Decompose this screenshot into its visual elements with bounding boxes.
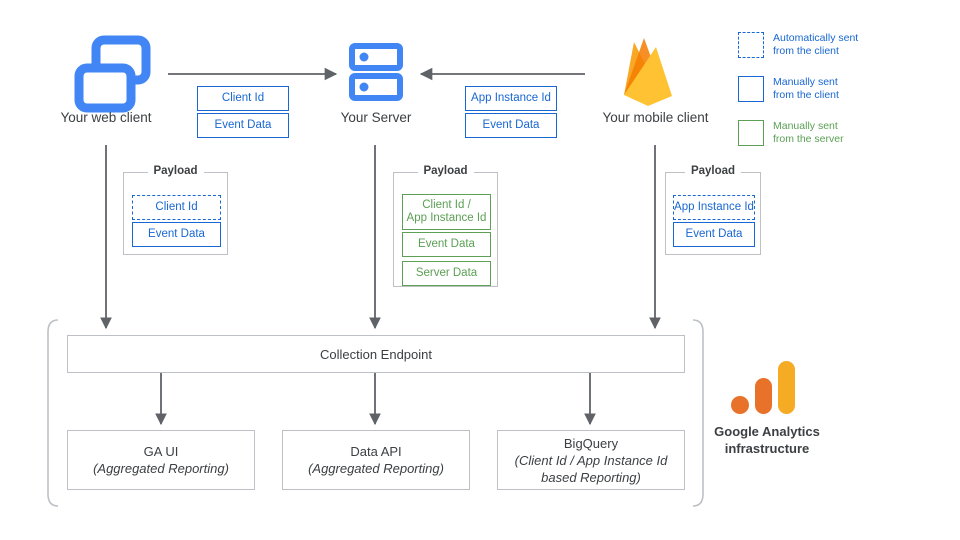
payload-server-item-event-data: Event Data [402,232,491,257]
legend-swatch-solid-blue [738,76,764,102]
chip-web-client-id: Client Id [197,86,289,111]
output-bigquery-title: BigQuery [563,435,619,451]
label-your-mobile-client: Your mobile client [602,110,709,125]
label-your-server: Your Server [340,110,412,125]
legend-label-manual-client: Manually sent from the client [773,76,839,101]
collection-endpoint-box: Collection Endpoint [67,335,685,373]
chip-mobile-event-data: Event Data [465,113,557,138]
output-data-api-title: Data API [350,444,402,459]
chip-web-event-data: Event Data [197,113,289,138]
payload-web-item-event-data: Event Data [132,222,221,247]
legend-label-manual-server: Manually sent from the server [773,120,844,145]
payload-mobile-title: Payload [684,165,742,177]
payload-web-title: Payload [147,165,204,177]
legend-item-manual-server: Manually sent from the server [738,120,844,146]
infrastructure-bracket-left [47,319,59,507]
legend-label-automatic-client: Automatically sent from the client [773,32,859,57]
payload-web-item-client-id: Client Id [132,195,221,220]
payload-server-item-server-data: Server Data [402,261,491,286]
collection-endpoint-label: Collection Endpoint [319,346,433,362]
firebase-flame-icon [624,38,672,106]
infrastructure-bracket-right [692,319,704,507]
output-ga-ui-subtitle: (Aggregated Reporting) [93,461,229,476]
payload-mobile-item-app-instance-id: App Instance Id [673,195,755,220]
output-box-bigquery: BigQuery (Client Id / App Instance Id ba… [497,430,685,490]
output-bigquery-subtitle: (Client Id / App Instance Id based Repor… [514,452,668,485]
output-data-api-subtitle: (Aggregated Reporting) [308,461,444,476]
payload-server-item-ids: Client Id / App Instance Id [402,194,491,230]
legend: Automatically sent from the client Manua… [738,32,938,152]
legend-swatch-solid-green [738,120,764,146]
legend-swatch-dashed-blue [738,32,764,58]
payload-mobile-item-event-data: Event Data [673,222,755,247]
chip-mobile-app-instance-id: App Instance Id [465,86,557,111]
payload-server-title: Payload [417,165,474,177]
ga-infrastructure-label: Google Analytics infrastructure [714,424,820,456]
browser-windows-icon [74,35,151,113]
legend-item-automatic-client: Automatically sent from the client [738,32,858,58]
payload-server: Payload Client Id / App Instance Id Even… [393,165,498,287]
payload-mobile-client: Payload App Instance Id Event Data [665,165,761,255]
output-box-ga-ui: GA UI (Aggregated Reporting) [67,430,255,490]
server-rack-icon [349,43,403,101]
payload-web-client: Payload Client Id Event Data [123,165,228,255]
legend-item-manual-client: Manually sent from the client [738,76,839,102]
output-box-data-api: Data API (Aggregated Reporting) [282,430,470,490]
label-your-web-client: Your web client [60,110,152,125]
output-ga-ui-title: GA UI [143,444,179,459]
google-analytics-logo [731,361,795,414]
